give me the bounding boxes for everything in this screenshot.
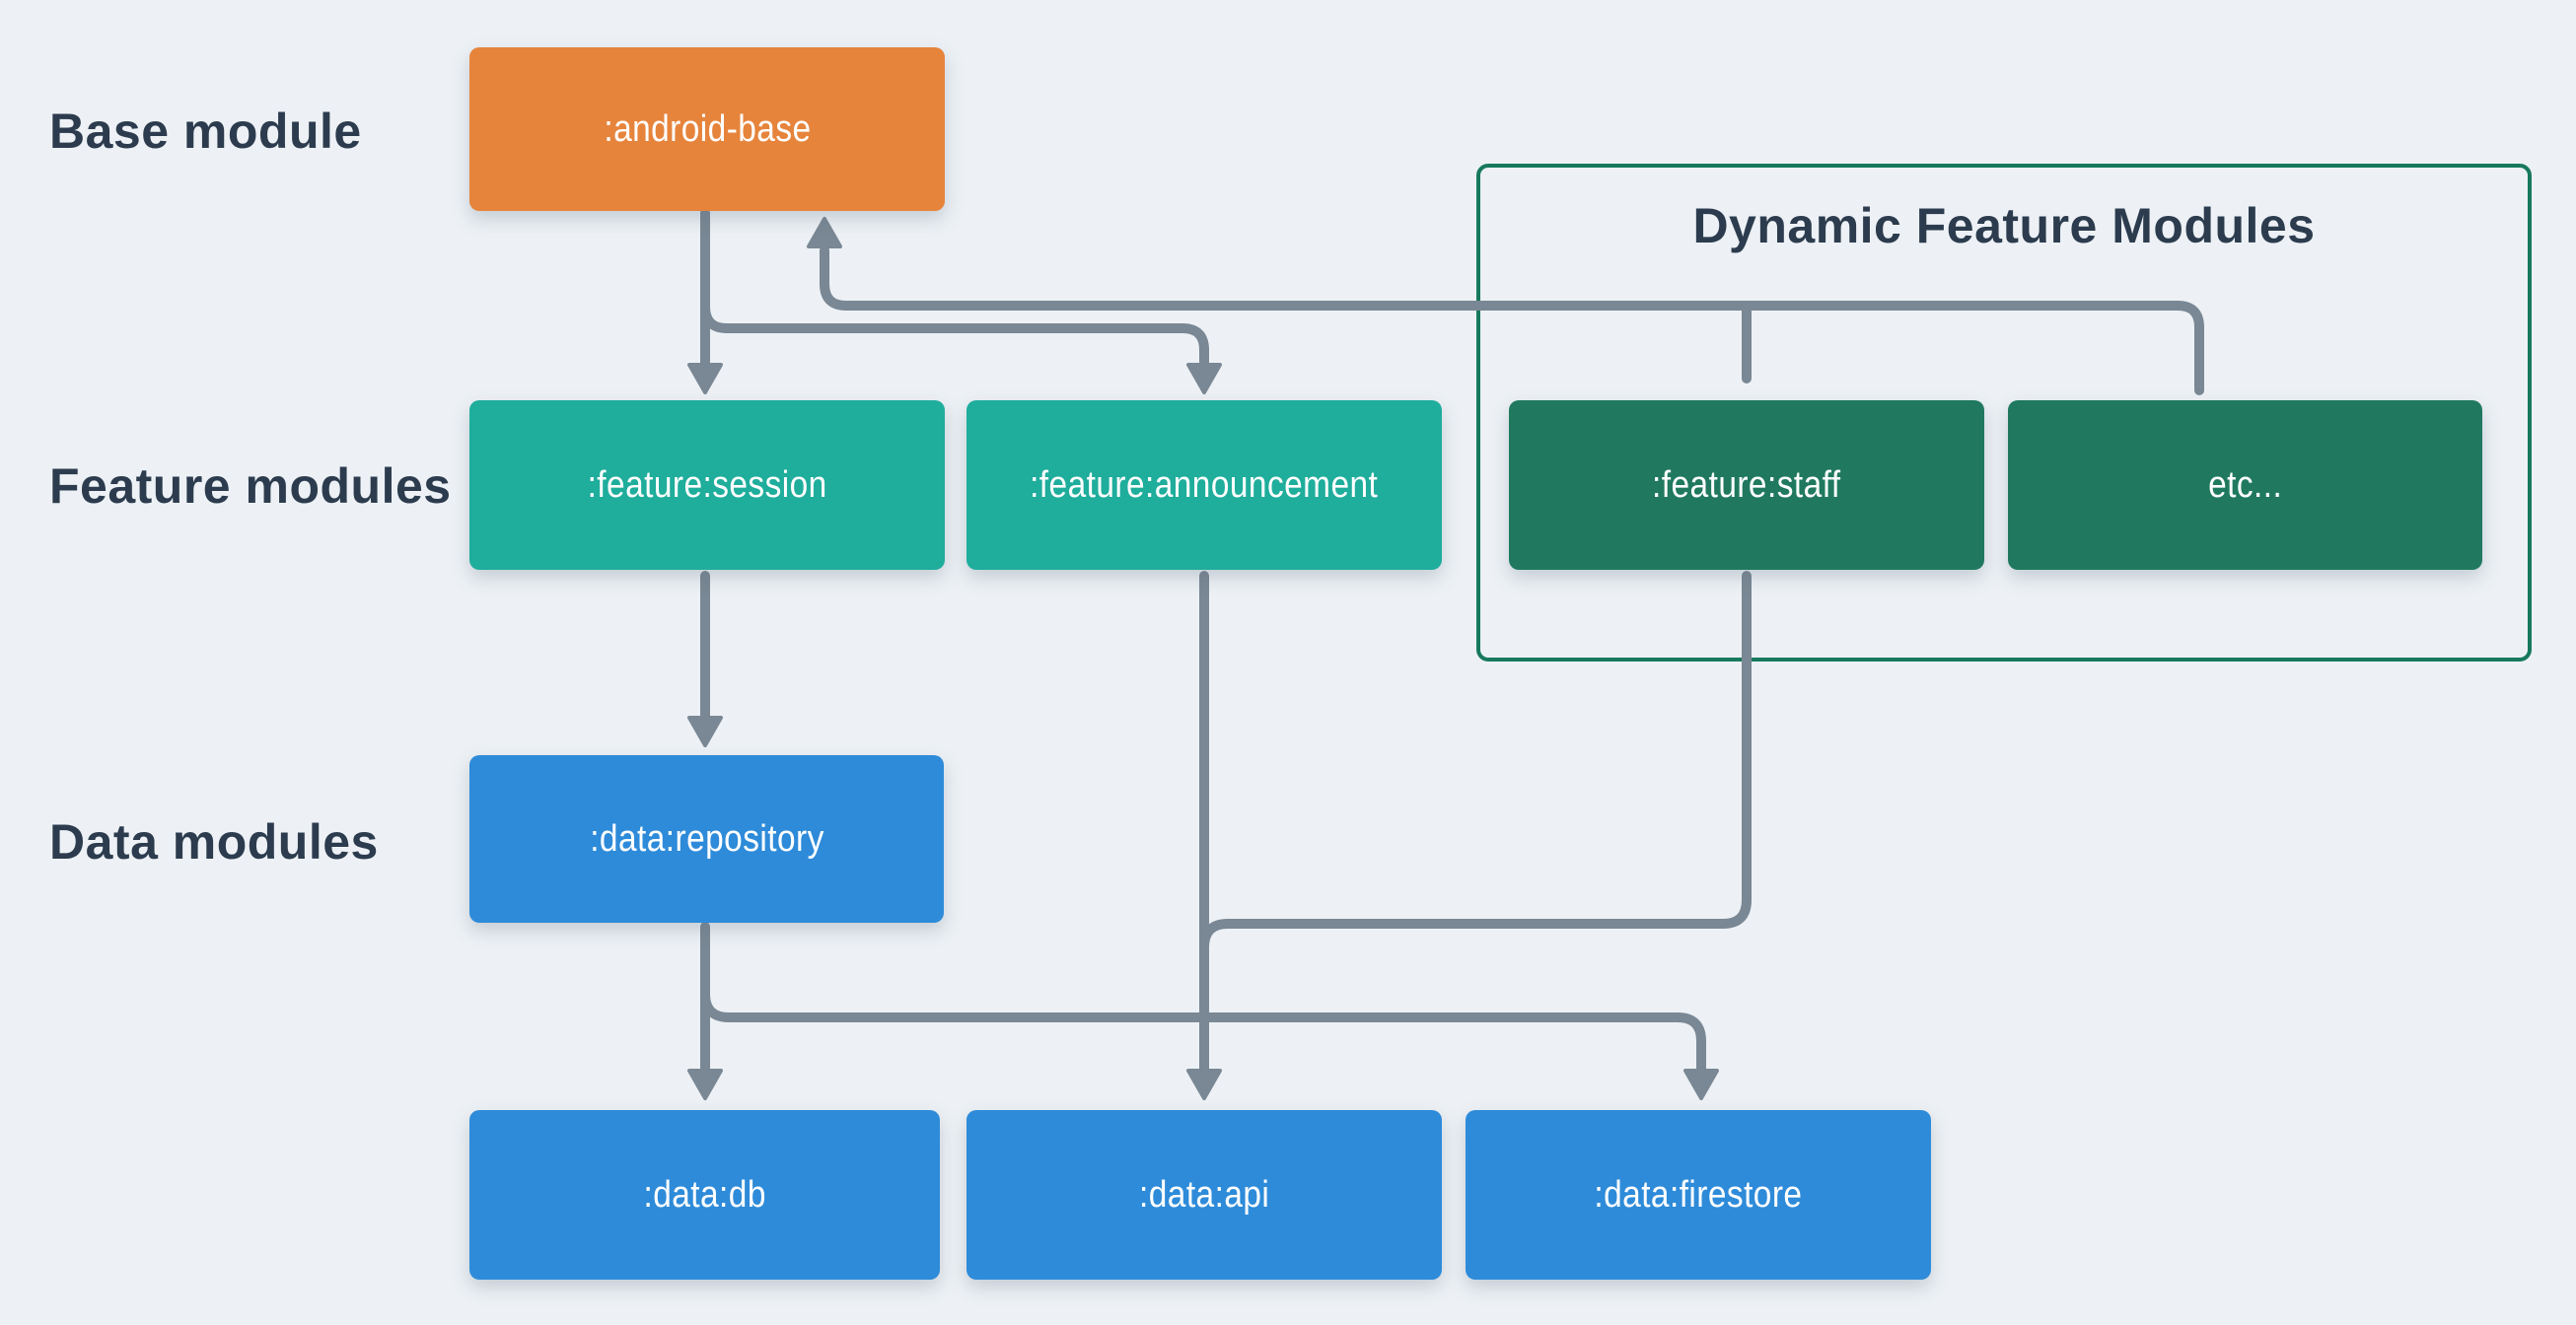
node-feature-staff-label: :feature:staff bbox=[1652, 463, 1841, 506]
arrowhead-into-base bbox=[807, 217, 842, 248]
node-feature-session: :feature:session bbox=[469, 400, 945, 570]
arrowhead-into-api bbox=[1186, 1069, 1222, 1100]
node-data-db-label: :data:db bbox=[643, 1173, 766, 1216]
dynamic-feature-modules-title: Dynamic Feature Modules bbox=[1692, 198, 2316, 253]
node-feature-announcement: :feature:announcement bbox=[966, 400, 1442, 570]
node-etc: etc... bbox=[2008, 400, 2482, 570]
node-feature-session-label: :feature:session bbox=[587, 463, 827, 506]
node-data-api-label: :data:api bbox=[1138, 1173, 1270, 1216]
node-data-db: :data:db bbox=[469, 1110, 940, 1280]
edge-staff-to-api bbox=[1199, 571, 1752, 952]
row-label-base-module: Base module bbox=[49, 104, 362, 159]
edge-base-to-announcement bbox=[700, 302, 1209, 372]
node-etc-label: etc... bbox=[2207, 463, 2283, 506]
node-feature-announcement-label: :feature:announcement bbox=[1030, 463, 1379, 506]
arrowhead-into-firestore bbox=[1683, 1069, 1719, 1100]
node-android-base-label: :android-base bbox=[603, 107, 812, 150]
node-data-api: :data:api bbox=[966, 1110, 1442, 1280]
node-data-firestore-label: :data:firestore bbox=[1594, 1173, 1803, 1216]
node-data-repository: :data:repository bbox=[469, 755, 944, 923]
node-data-repository-label: :data:repository bbox=[589, 817, 824, 860]
row-label-feature-modules: Feature modules bbox=[49, 458, 452, 514]
node-android-base: :android-base bbox=[469, 47, 945, 211]
arrowhead-into-session bbox=[687, 363, 723, 394]
arrowhead-into-repository bbox=[687, 716, 723, 747]
arrowhead-into-db bbox=[687, 1069, 723, 1100]
row-label-data-modules: Data modules bbox=[49, 814, 379, 870]
dynamic-feature-modules-container: Dynamic Feature Modules bbox=[1476, 164, 2532, 662]
edge-repository-to-firestore bbox=[700, 989, 1706, 1078]
node-feature-staff: :feature:staff bbox=[1509, 400, 1984, 570]
arrowhead-into-announcement bbox=[1186, 363, 1222, 394]
node-data-firestore: :data:firestore bbox=[1466, 1110, 1931, 1280]
edge-dynamic-features-to-base bbox=[820, 245, 2204, 395]
